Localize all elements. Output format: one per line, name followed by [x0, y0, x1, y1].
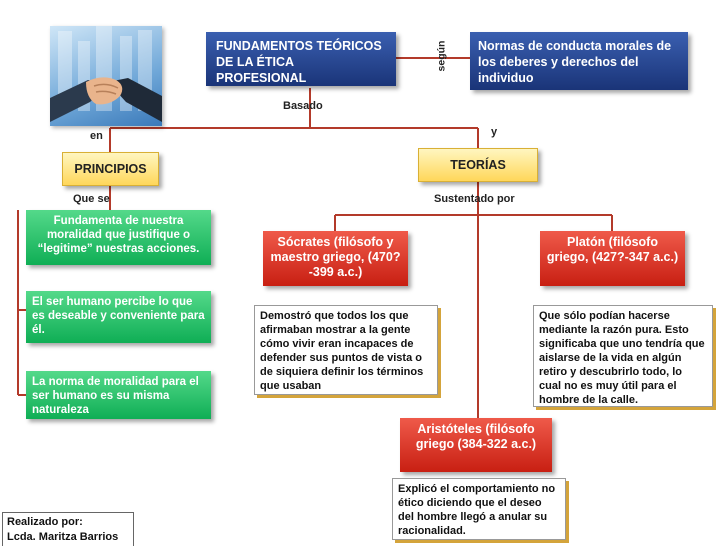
aristoteles-desc: Explicó el comportamiento no ético dicie… [392, 478, 566, 540]
label-basado: Basado [283, 100, 323, 112]
principio-item-2: El ser humano percibe lo que es deseable… [26, 291, 211, 343]
platon-desc: Que sólo podían hacerse mediante la razó… [533, 305, 713, 407]
handshake-icon [50, 26, 162, 122]
principios-box: PRINCIPIOS [62, 152, 159, 186]
label-y: y [491, 126, 498, 138]
label-sustentado-por: Sustentado por [434, 193, 515, 205]
author-credit: Realizado por: Lcda. Maritza Barrios [2, 512, 134, 546]
aristoteles-box: Aristóteles (filósofo griego (384-322 a.… [400, 418, 552, 472]
socrates-box: Sócrates (filósofo y maestro griego, (47… [263, 231, 408, 286]
socrates-desc: Demostró que todos los que afirmaban mos… [254, 305, 438, 395]
principio-item-1: Fundamenta de nuestra moralidad que just… [26, 210, 211, 265]
principio-item-3: La norma de moralidad para el ser humano… [26, 371, 211, 419]
credit-line1: Realizado por: [7, 516, 83, 528]
platon-box: Platón (filósofo griego, (427?-347 a.c.) [540, 231, 685, 286]
credit-line2: Lcda. Maritza Barrios [7, 531, 119, 543]
teorias-box: TEORÍAS [418, 148, 538, 182]
label-en: en [90, 130, 103, 142]
main-title-line2: DE LA ÉTICA PROFESIONAL [216, 55, 307, 85]
main-title-line1: FUNDAMENTOS TEÓRICOS [216, 39, 382, 53]
label-segun: según [435, 40, 448, 72]
main-title-box: FUNDAMENTOS TEÓRICOS DE LA ÉTICA PROFESI… [206, 32, 396, 86]
norms-box: Normas de conducta morales de los debere… [470, 32, 688, 90]
handshake-image [50, 26, 162, 126]
label-que-se: Que se [73, 193, 110, 205]
